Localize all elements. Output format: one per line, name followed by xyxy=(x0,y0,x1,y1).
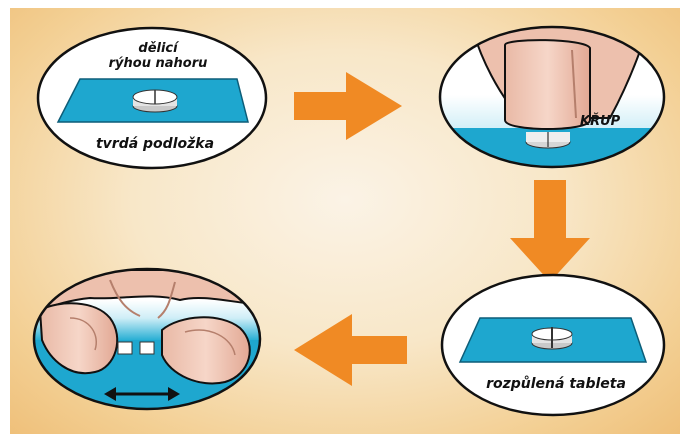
step1-label-top-line2: rýhou nahoru xyxy=(109,56,208,71)
step2-finger xyxy=(505,40,590,129)
arrow-right-icon xyxy=(294,72,402,140)
step2-sound-label: KŘUP xyxy=(580,113,621,129)
step1-label-top-line1: dělicí xyxy=(138,41,180,56)
step3-label-bottom: rozpůlená tableta xyxy=(486,375,626,392)
arrow-down-icon xyxy=(510,180,590,282)
step2-scene: KŘUP xyxy=(440,20,665,178)
step3-scene: rozpůlená tableta xyxy=(442,275,664,415)
step3-tablet-halves xyxy=(532,327,572,349)
arrow-left-icon xyxy=(294,314,407,386)
step1-tablet xyxy=(133,90,177,112)
step4-tablet-half-left xyxy=(118,342,132,354)
step4-tablet-half-right xyxy=(140,342,154,354)
step1-scene: dělicí rýhou nahoru tvrdá podložka xyxy=(38,28,266,168)
step1-label-bottom: tvrdá podložka xyxy=(96,136,214,152)
step4-scene xyxy=(30,269,265,420)
